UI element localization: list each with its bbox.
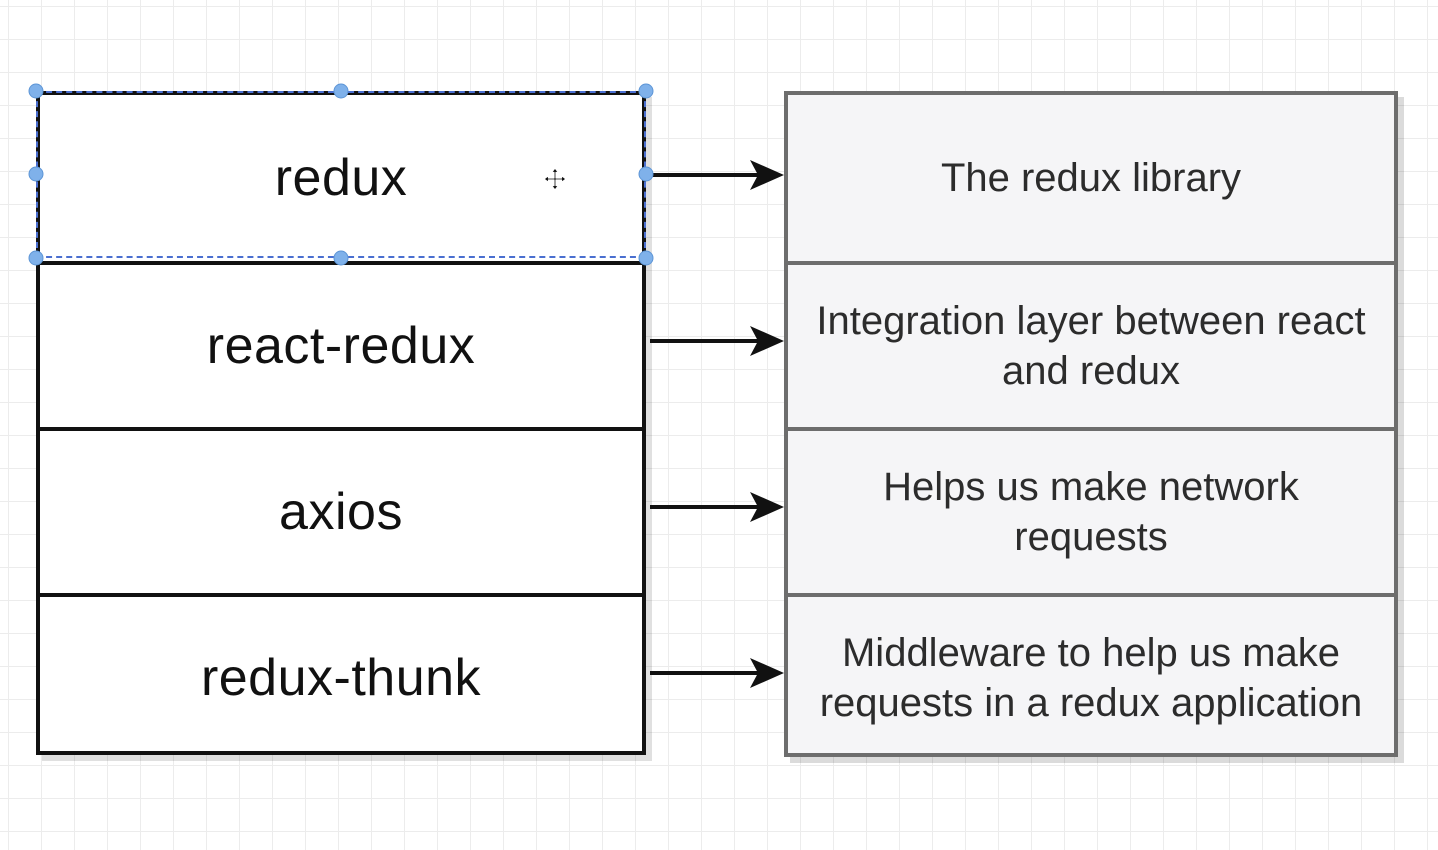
resize-handle-middle-left[interactable] — [28, 166, 44, 182]
package-label: react-redux — [206, 317, 476, 375]
package-box-redux-thunk[interactable]: redux-thunk — [40, 593, 642, 759]
arrow-axios[interactable] — [650, 492, 784, 522]
description-text: Integration layer between react and redu… — [816, 299, 1366, 393]
move-cursor-icon — [543, 167, 567, 191]
resize-handle-top-right[interactable] — [638, 83, 654, 99]
description-text: The redux library — [940, 156, 1242, 200]
resize-handle-top-left[interactable] — [28, 83, 44, 99]
description-text: Middleware to help us make requests in a… — [819, 631, 1363, 725]
description-box-axios[interactable]: Helps us make network requests — [788, 427, 1394, 593]
arrow-redux-thunk[interactable] — [650, 658, 784, 688]
arrow-redux[interactable] — [650, 160, 784, 190]
description-box-redux[interactable]: The redux library — [788, 95, 1394, 261]
description-stack: The redux library Integration layer betw… — [784, 91, 1398, 757]
package-label: axios — [279, 483, 403, 541]
package-box-redux[interactable]: redux — [40, 95, 642, 261]
arrow-react-redux[interactable] — [650, 326, 784, 356]
package-label: redux-thunk — [200, 649, 482, 707]
description-box-react-redux[interactable]: Integration layer between react and redu… — [788, 261, 1394, 427]
package-stack: redux react-redux axios redux-thunk — [36, 91, 646, 755]
resize-handle-bottom-left[interactable] — [28, 250, 44, 266]
package-box-axios[interactable]: axios — [40, 427, 642, 593]
package-label: redux — [274, 149, 408, 207]
package-box-react-redux[interactable]: react-redux — [40, 261, 642, 427]
resize-handle-bottom-center[interactable] — [333, 250, 349, 266]
description-text: Helps us make network requests — [883, 465, 1299, 559]
resize-handle-bottom-right[interactable] — [638, 250, 654, 266]
resize-handle-top-center[interactable] — [333, 83, 349, 99]
resize-handle-middle-right[interactable] — [638, 166, 654, 182]
description-box-redux-thunk[interactable]: Middleware to help us make requests in a… — [788, 593, 1394, 759]
